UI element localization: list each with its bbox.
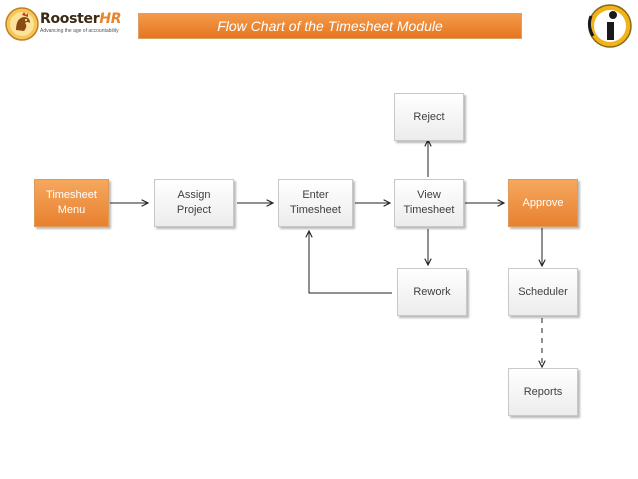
node-rework: Rework — [397, 268, 467, 316]
brand-tagline: Advancing the age of accountability — [40, 28, 119, 34]
node-view-timesheet: View Timesheet — [394, 179, 464, 227]
node-reject: Reject — [394, 93, 464, 141]
page-title: Flow Chart of the Timesheet Module — [138, 13, 522, 39]
brand-name: RoosterHR — [40, 11, 122, 27]
node-assign-project: Assign Project — [154, 179, 234, 227]
node-approve: Approve — [508, 179, 578, 227]
info-i-logo-icon — [587, 4, 632, 48]
node-timesheet-menu: Timesheet Menu — [34, 179, 109, 227]
arrow-rework-to-enter — [309, 231, 392, 294]
node-reports: Reports — [508, 368, 578, 416]
node-enter-timesheet: Enter Timesheet — [278, 179, 353, 227]
rooster-icon — [5, 7, 39, 41]
node-scheduler: Scheduler — [508, 268, 578, 316]
rooster-hr-logo: RoosterHR Advancing the age of accountab… — [2, 4, 122, 44]
